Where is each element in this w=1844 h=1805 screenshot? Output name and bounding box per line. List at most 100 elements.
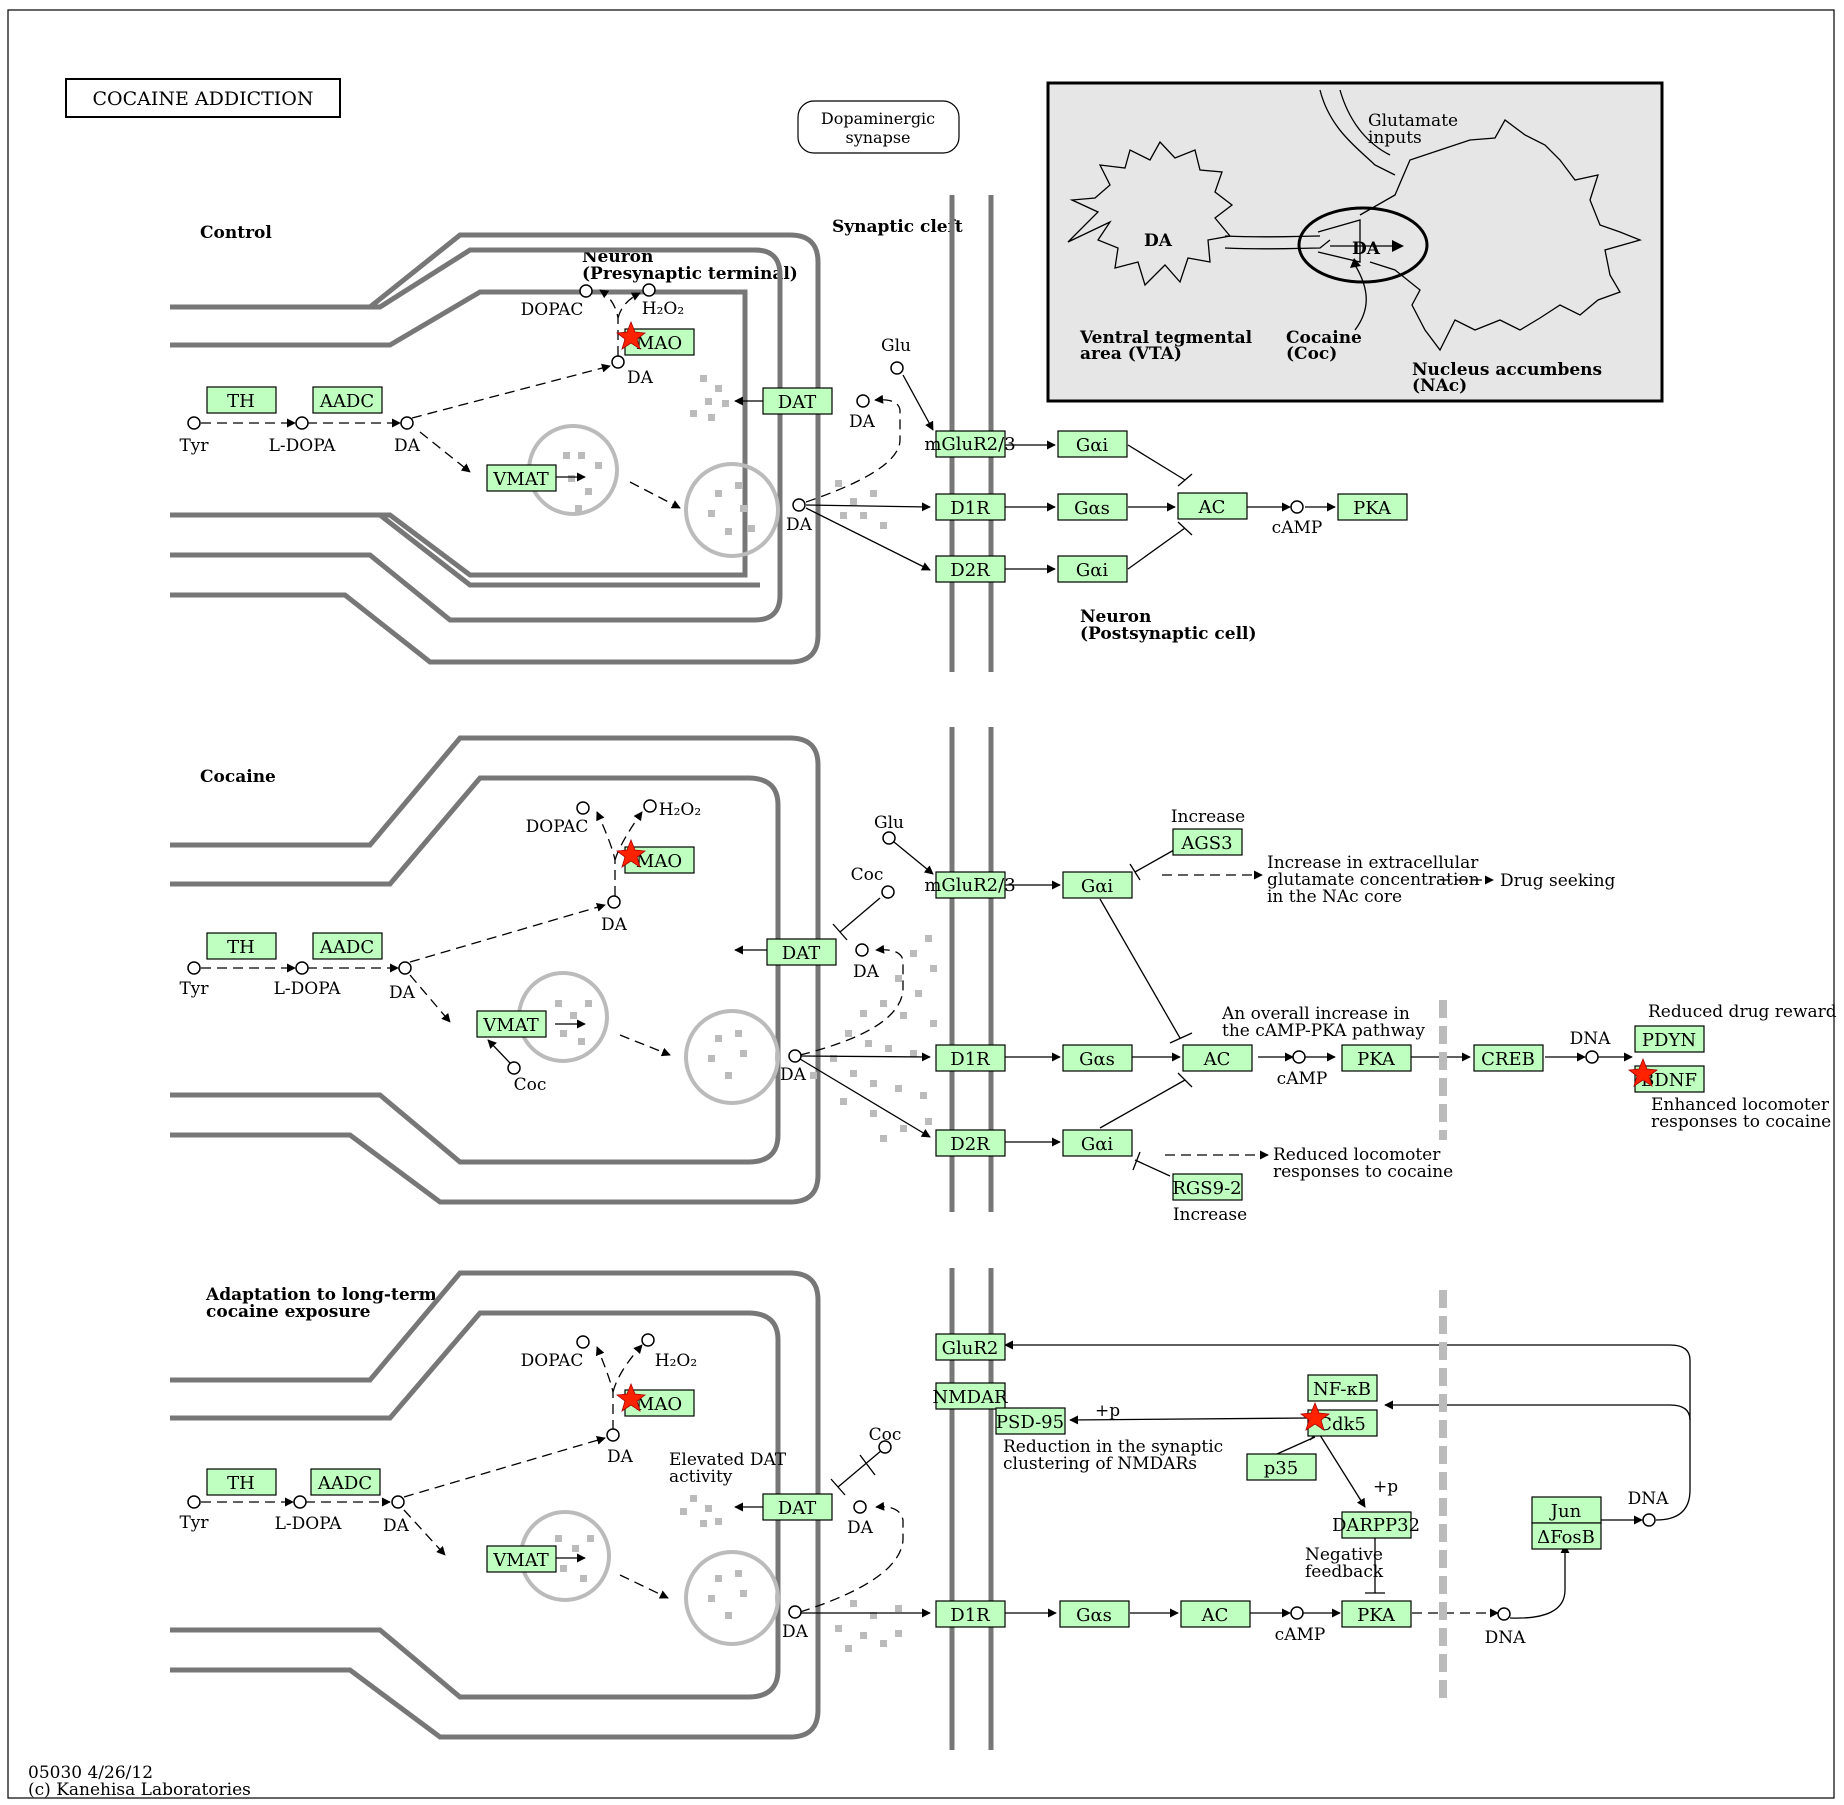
gene-darpp32[interactable]: DARPP32 [1332,1511,1420,1539]
dopaminergic-synapse-link[interactable]: Dopaminergic synapse [797,100,960,154]
gene-pdyn[interactable]: PDYN [1634,1025,1705,1053]
compound-ldopa[interactable] [295,961,309,975]
gene-glur2[interactable]: GluR2 [935,1333,1006,1361]
gene-jun[interactable]: Jun [1531,1496,1602,1524]
gene-pka[interactable]: PKA [1337,493,1408,521]
compound-camp[interactable] [1292,1050,1306,1064]
compound-da[interactable] [400,416,414,430]
compound-camp[interactable] [1290,1606,1304,1620]
red-star-icon [615,838,647,868]
compound-tyr[interactable] [187,961,201,975]
gene-gas[interactable]: Gαs [1062,1044,1133,1072]
gene-vmat[interactable]: VMAT [486,1545,557,1573]
annotation-nmdar-2: clustering of NMDARs [1003,1454,1197,1474]
compound-da[interactable] [607,895,621,909]
gene-vmat[interactable]: VMAT [476,1010,547,1038]
label-dopac: DOPAC [526,817,589,837]
compound-ldopa[interactable] [295,416,309,430]
gene-aadc[interactable]: AADC [310,1468,381,1496]
compound-da[interactable] [611,355,625,369]
gene-dat[interactable]: DAT [766,938,837,966]
gene-nmdar[interactable]: NMDAR [932,1382,1008,1410]
compound-dopac[interactable] [579,284,593,298]
label-camp: cAMP [1272,518,1323,538]
gene-dat[interactable]: DAT [762,1493,833,1521]
gene-d1r[interactable]: D1R [935,1044,1006,1072]
gene-creb[interactable]: CREB [1473,1044,1544,1072]
compound-coc[interactable] [878,1440,892,1454]
compound-glu[interactable] [890,361,904,375]
gene-aadc[interactable]: AADC [312,932,383,960]
gene-aadc[interactable]: AADC [312,386,383,414]
gene-mglur23[interactable]: mGluR2/3 [924,430,1016,458]
compound-da[interactable] [855,943,869,957]
gene-d2r[interactable]: D2R [935,1129,1006,1157]
panel-cocaine: Tyr L-DOPA DA DA DOPAC H₂O₂ DA DA Coc Co… [170,727,1837,1225]
compound-da[interactable] [788,1605,802,1619]
gene-psd95[interactable]: PSD-95 [995,1407,1066,1435]
label-presynaptic-2: (Presynaptic terminal) [582,264,798,284]
gene-gai[interactable]: Gαi [1057,555,1128,583]
gene-rgs92[interactable]: RGS9-2 [1172,1173,1243,1201]
compound-dna[interactable] [1585,1050,1599,1064]
compound-camp[interactable] [1290,500,1304,514]
gene-ac[interactable]: AC [1177,492,1248,520]
annotation-enhanced-loco-1: Enhanced locomoter [1651,1095,1830,1115]
gene-d2r[interactable]: D2R [935,555,1006,583]
gene-th[interactable]: TH [206,1468,277,1496]
gene-ac[interactable]: AC [1182,1044,1253,1072]
label-dna: DNA [1570,1029,1612,1049]
gene-dfosb[interactable]: ΔFosB [1531,1522,1602,1550]
gene-gas[interactable]: Gαs [1059,1600,1130,1628]
label-dopac: DOPAC [521,300,584,320]
compound-dna[interactable] [1642,1513,1656,1527]
compound-dopac[interactable] [576,801,590,815]
compound-tyr[interactable] [187,1495,201,1509]
compound-h2o2[interactable] [642,283,656,297]
gene-pka[interactable]: PKA [1341,1600,1412,1628]
compound-da[interactable] [398,961,412,975]
compound-glu[interactable] [882,831,896,845]
gene-nfkb[interactable]: NF-κB [1307,1374,1378,1402]
compound-coc[interactable] [507,1061,521,1075]
compound-tyr[interactable] [187,416,201,430]
gene-pka[interactable]: PKA [1341,1044,1412,1072]
svg-text:mGluR2/3: mGluR2/3 [924,875,1015,896]
gene-d1r[interactable]: D1R [935,1600,1006,1628]
gene-gai[interactable]: Gαi [1062,871,1133,899]
gene-vmat[interactable]: VMAT [486,464,557,492]
compound-dopac[interactable] [576,1335,590,1349]
gene-bdnf[interactable]: BDNF [1634,1065,1705,1093]
compound-coc[interactable] [881,885,895,899]
svg-text:AC: AC [1198,497,1226,518]
gene-dat[interactable]: DAT [762,387,833,415]
gene-gas[interactable]: Gαs [1057,493,1128,521]
gene-mglur23[interactable]: mGluR2/3 [924,871,1016,899]
gene-gai[interactable]: Gαi [1062,1129,1133,1157]
gene-ac[interactable]: AC [1180,1600,1251,1628]
compound-da[interactable] [853,1500,867,1514]
compound-da[interactable] [792,498,806,512]
label-h2o2: H₂O₂ [642,299,684,319]
gene-p35[interactable]: p35 [1246,1453,1317,1481]
inset-da-mid: DA [1352,239,1381,259]
compound-h2o2[interactable] [641,1333,655,1347]
compound-h2o2[interactable] [643,799,657,813]
label-coc: Coc [851,865,884,885]
svg-text:PDYN: PDYN [1642,1030,1696,1051]
gene-ags3[interactable]: AGS3 [1172,828,1243,856]
gene-th[interactable]: TH [206,386,277,414]
inset-glutamate-1: Glutamate [1368,111,1458,131]
gene-d1r[interactable]: D1R [935,493,1006,521]
gene-gai[interactable]: Gαi [1057,430,1128,458]
compound-da[interactable] [391,1495,405,1509]
gene-mao[interactable]: MAO [624,846,695,874]
compound-dna[interactable] [1497,1607,1511,1621]
compound-da[interactable] [788,1049,802,1063]
label-da: DA [786,515,813,535]
gene-th[interactable]: TH [206,932,277,960]
compound-da[interactable] [856,394,870,408]
svg-text:TH: TH [227,937,255,958]
compound-ldopa[interactable] [293,1495,307,1509]
compound-da[interactable] [606,1428,620,1442]
